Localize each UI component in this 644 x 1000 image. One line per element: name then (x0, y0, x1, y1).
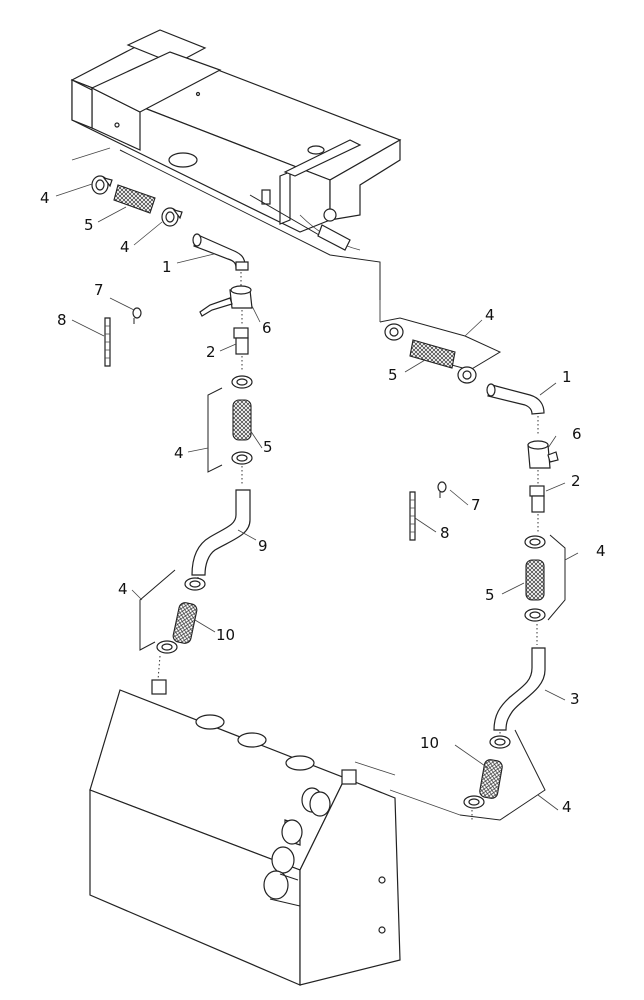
callout-5-mesh-hose: 5 (485, 586, 495, 604)
callout-5-mesh-hose: 5 (84, 216, 94, 234)
callout-4-clamp: 4 (485, 306, 495, 324)
nipple-right (529, 485, 545, 513)
clamp-right-low-1 (489, 735, 511, 749)
callout-1-hose-elbow: 1 (562, 368, 572, 386)
left-upper-group (91, 175, 253, 681)
callout-8-chain: 8 (440, 524, 450, 542)
lower-tank (89, 300, 461, 986)
mesh-hose-upper-left (113, 184, 156, 214)
callout-2-nipple: 2 (206, 343, 216, 361)
callout-4-clamp: 4 (40, 189, 50, 207)
clamp-upper-left-2 (161, 207, 183, 227)
callout-4-clamp: 4 (596, 542, 606, 560)
nipple-left (233, 327, 249, 355)
clamp-upper-left-1 (91, 175, 113, 195)
clamp-upper-right-1 (384, 323, 404, 341)
callout-9-hose: 9 (258, 537, 268, 555)
callout-1-hose-elbow: 1 (162, 258, 172, 276)
right-group (379, 317, 566, 822)
clamp-right-low-2 (463, 795, 485, 809)
callout-3-hose: 3 (570, 690, 580, 708)
callout-labels: 4 5 4 1 7 8 6 2 4 5 9 4 10 4 5 1 6 2 7 8… (40, 189, 606, 816)
valve-right (527, 440, 559, 469)
callout-10-mesh-hose: 10 (216, 626, 235, 644)
mesh-hose-left-low (172, 602, 198, 644)
callout-5-mesh-hose: 5 (263, 438, 273, 456)
callout-10-mesh-hose: 10 (420, 734, 439, 752)
mesh-hose-upper-right (409, 339, 456, 369)
valve-left (199, 285, 253, 317)
callout-6-valve: 6 (262, 319, 272, 337)
clamp-left-low-2 (156, 640, 178, 654)
hose-lower-right (493, 647, 546, 731)
callout-6-valve: 6 (572, 425, 582, 443)
callout-8-chain: 8 (57, 311, 67, 329)
callout-2-nipple: 2 (571, 472, 581, 490)
callout-4-clamp: 4 (120, 238, 130, 256)
callout-4-clamp: 4 (562, 798, 572, 816)
clamp-upper-right-2 (457, 366, 477, 384)
clamp-left-mid-2 (231, 451, 253, 465)
callout-7-clip: 7 (94, 281, 104, 299)
clip-right (437, 481, 447, 498)
clamp-right-mid-2 (524, 608, 546, 622)
hose-elbow-right (487, 384, 545, 415)
upper-tank (70, 29, 402, 322)
clamp-right-mid-1 (524, 535, 546, 549)
mesh-hose-right-mid (525, 559, 545, 601)
clamp-left-low-1 (184, 577, 206, 591)
hose-lower-left (191, 489, 251, 576)
clamp-left-mid-1 (231, 375, 253, 389)
callout-4-clamp: 4 (118, 580, 128, 598)
callout-4-clamp: 4 (174, 444, 184, 462)
callout-5-mesh-hose: 5 (388, 366, 398, 384)
leader-lines (55, 183, 579, 811)
mesh-hose-right-low (479, 759, 503, 799)
mesh-hose-left-mid (232, 399, 252, 441)
clip-left (132, 307, 142, 324)
callout-7-clip: 7 (471, 496, 481, 514)
